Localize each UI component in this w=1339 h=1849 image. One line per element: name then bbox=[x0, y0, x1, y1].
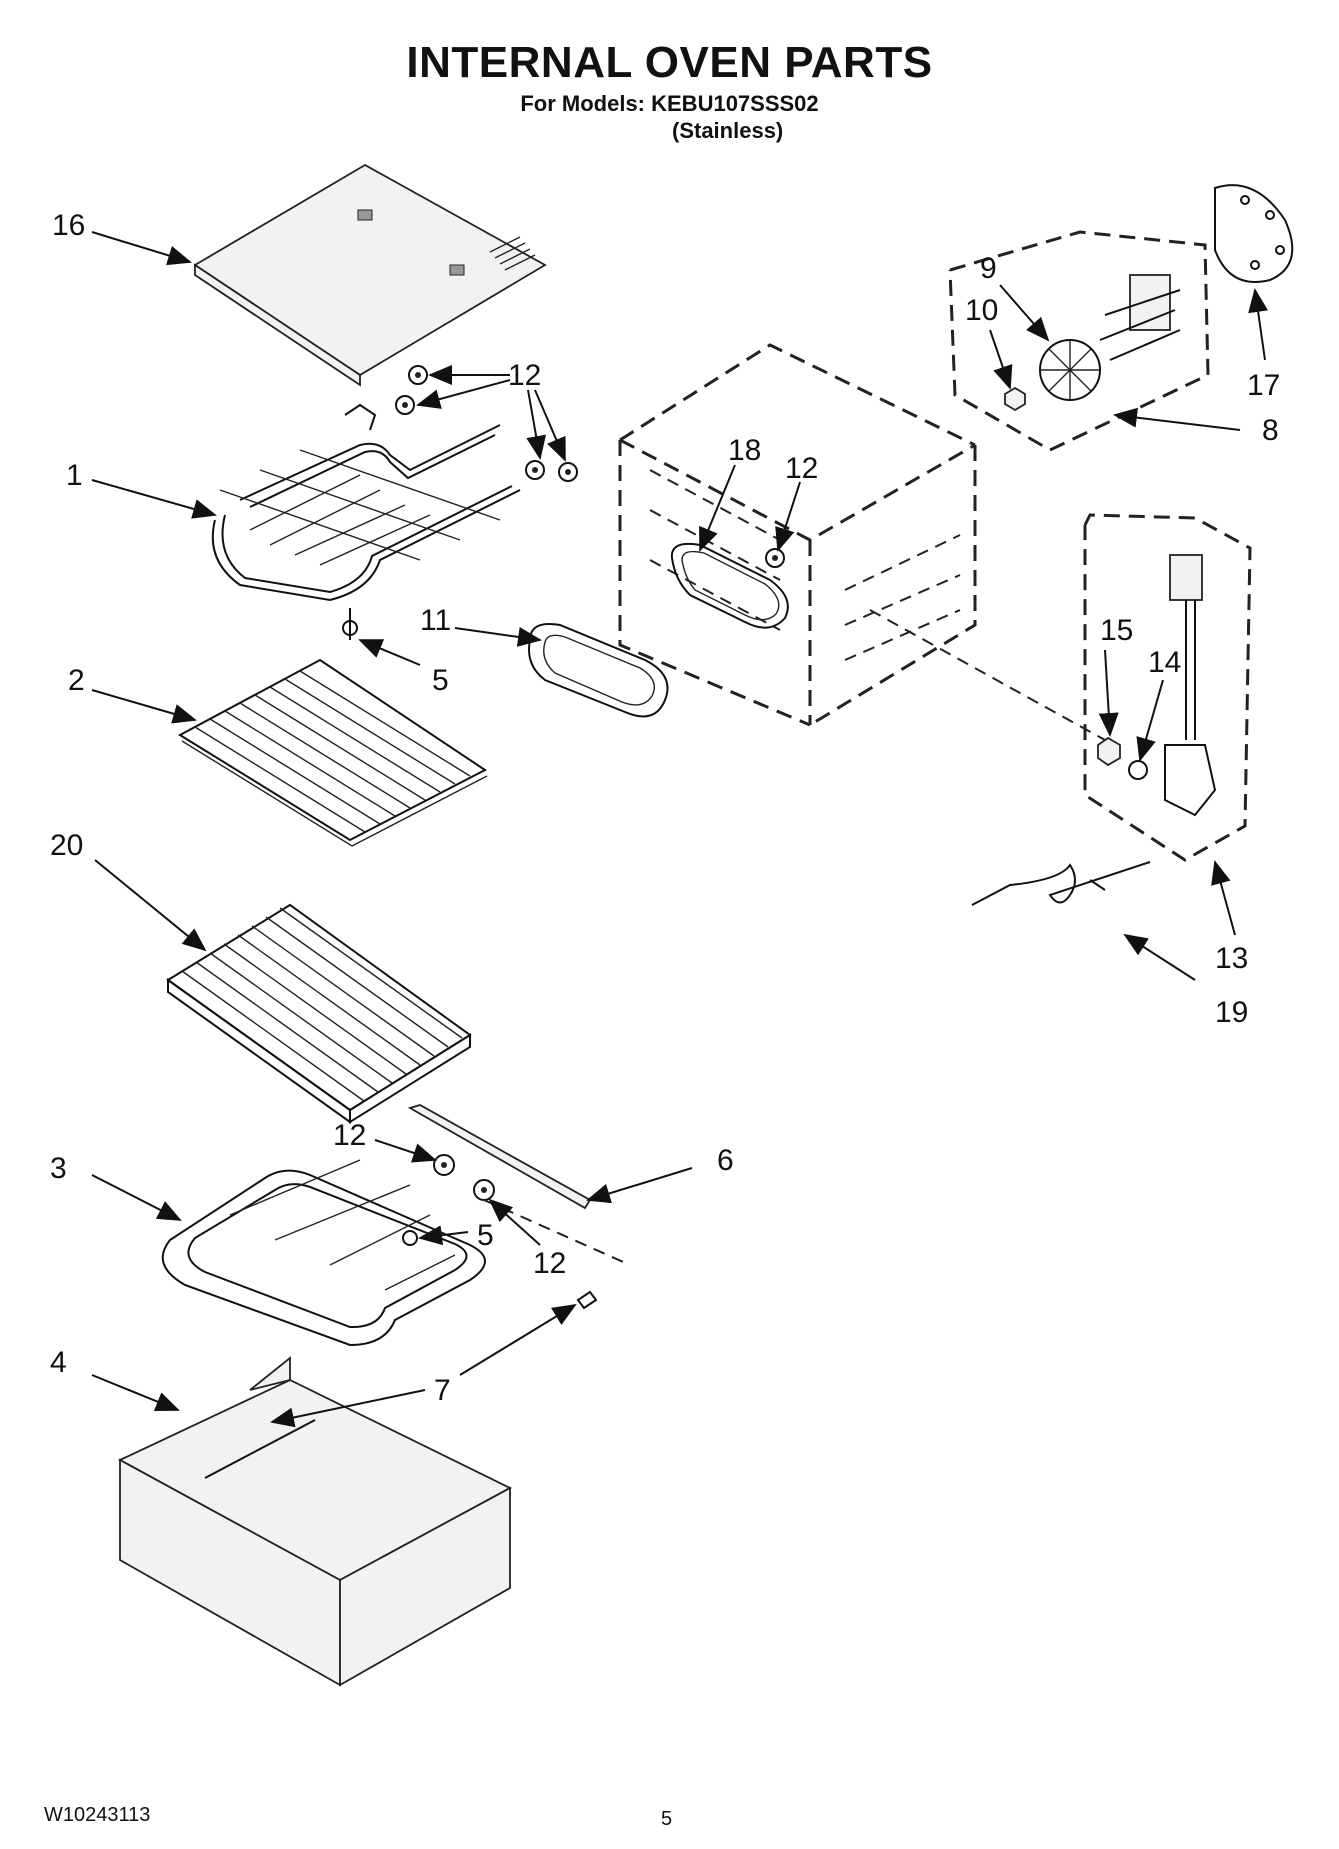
callout-18: 18 bbox=[728, 434, 761, 467]
callout-12-bake-upper: 12 bbox=[333, 1119, 366, 1152]
oven-cavity-outline bbox=[618, 343, 977, 727]
callout-19: 19 bbox=[1215, 996, 1248, 1029]
callout-leaders bbox=[91, 231, 1269, 1428]
callout-12-cavity: 12 bbox=[785, 452, 818, 485]
document-number: W10243113 bbox=[44, 1804, 151, 1826]
model-variant: (Stainless) bbox=[672, 118, 784, 143]
callout-15: 15 bbox=[1100, 614, 1133, 647]
part-4-bottom-tray bbox=[118, 1356, 512, 1687]
page-number: 5 bbox=[661, 1808, 673, 1830]
callout-10: 10 bbox=[965, 294, 998, 327]
callout-17: 17 bbox=[1247, 369, 1280, 402]
part-1-broil-element bbox=[211, 403, 521, 640]
part-6-bracket bbox=[407, 1104, 592, 1210]
callout-9: 9 bbox=[980, 252, 997, 285]
callout-13: 13 bbox=[1215, 942, 1248, 975]
callout-16: 16 bbox=[52, 209, 85, 242]
callout-6: 6 bbox=[717, 1144, 734, 1177]
part-8-convection-fan-assembly bbox=[948, 230, 1210, 452]
callout-4: 4 bbox=[50, 1346, 67, 1379]
part-3-bake-element bbox=[161, 1159, 486, 1347]
callout-1: 1 bbox=[66, 459, 83, 492]
part-19-meat-probe bbox=[971, 861, 1151, 906]
callout-20: 20 bbox=[50, 829, 83, 862]
part-17-fan-plate bbox=[1214, 184, 1294, 283]
model-number: For Models: KEBU107SSS02 bbox=[520, 91, 819, 116]
callout-14: 14 bbox=[1148, 646, 1181, 679]
callout-numbers: 16 12 1 5 11 18 12 9 10 17 8 15 14 13 19… bbox=[50, 209, 1280, 1407]
callout-8: 8 bbox=[1262, 414, 1279, 447]
page-title: INTERNAL OVEN PARTS bbox=[406, 38, 933, 87]
callout-5-lower: 5 bbox=[477, 1219, 494, 1252]
callout-3: 3 bbox=[50, 1152, 67, 1185]
part-12-washers-upper bbox=[395, 365, 578, 482]
part-20-extension-rack bbox=[166, 903, 472, 1124]
part-13-sensor-assembly bbox=[869, 513, 1252, 862]
part-2-oven-rack bbox=[177, 658, 488, 847]
callout-12-bake-lower: 12 bbox=[533, 1247, 566, 1280]
callout-7: 7 bbox=[434, 1374, 451, 1407]
callout-5-upper: 5 bbox=[432, 664, 449, 697]
callout-11: 11 bbox=[420, 604, 451, 637]
part-16-top-cover bbox=[193, 163, 547, 387]
callout-2: 2 bbox=[68, 664, 85, 697]
part-11-oval-cover bbox=[528, 623, 669, 718]
callout-12-upper: 12 bbox=[508, 359, 541, 392]
part-18-gasket bbox=[670, 542, 789, 629]
